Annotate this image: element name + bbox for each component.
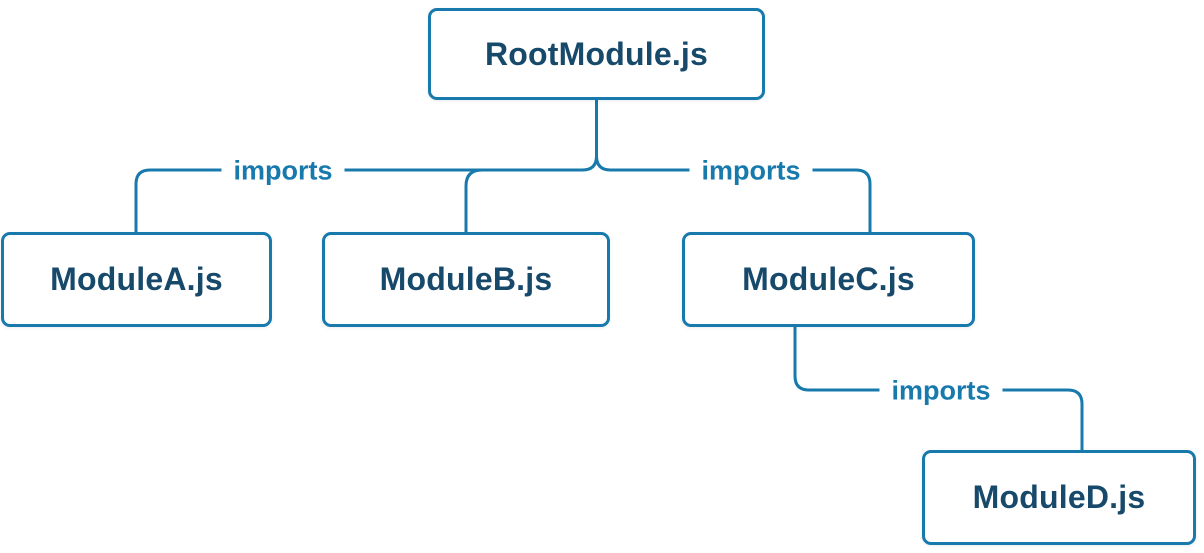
edge-label-imports-right: imports	[689, 155, 813, 187]
edge-label-imports-bottom: imports	[879, 375, 1003, 407]
edge-root-moduleB	[464, 168, 484, 234]
node-moduleb-label: ModuleB.js	[379, 261, 553, 297]
node-rootmodule: RootModule.js	[428, 8, 765, 100]
node-modulea-label: ModuleA.js	[50, 261, 223, 297]
node-modulec-label: ModuleC.js	[742, 261, 915, 297]
node-moduled: ModuleD.js	[922, 450, 1196, 545]
node-modulec: ModuleC.js	[682, 232, 975, 327]
node-rootmodule-label: RootModule.js	[484, 35, 709, 72]
node-moduleb: ModuleB.js	[322, 232, 610, 327]
node-modulea: ModuleA.js	[1, 232, 272, 327]
node-moduled-label: ModuleD.js	[972, 479, 1146, 515]
edge-label-imports-left: imports	[221, 155, 345, 187]
edge-root-moduleA	[134, 154, 598, 234]
edge-root-moduleC	[595, 154, 872, 234]
